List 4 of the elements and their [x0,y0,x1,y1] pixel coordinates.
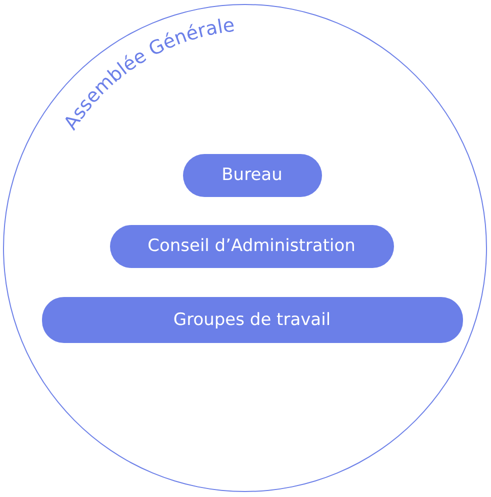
rounded-box: Groupes de travail [42,296,462,342]
circle-boundary [3,4,487,492]
rounded-box: Conseil d’Administration [110,224,394,268]
rounded-box: Bureau [182,154,322,196]
